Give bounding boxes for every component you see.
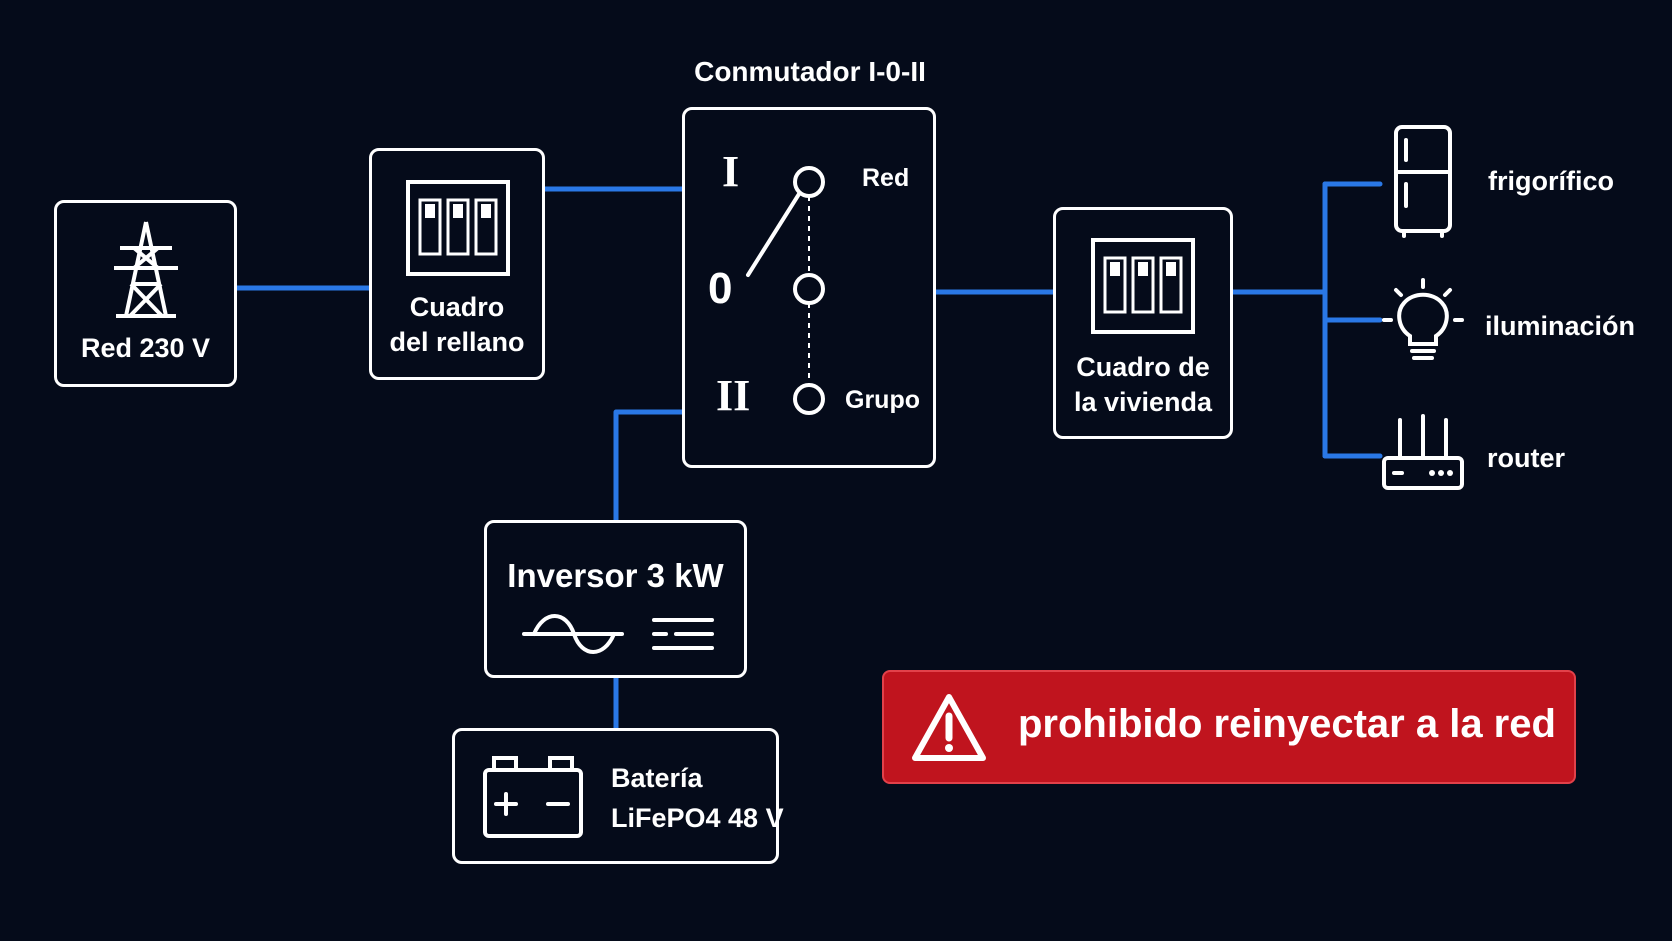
breaker-panel-icon [406,180,510,276]
home-panel-line1: Cuadro de [1076,352,1210,382]
warning-triangle-icon [912,694,986,761]
home-panel-node [1053,207,1233,439]
switch-title: Conmutador I-0-II [694,56,926,87]
battery-line1: Batería [611,763,703,793]
warning-text: prohibido reinyectar a la red [1018,702,1556,746]
router-icon [1382,414,1464,490]
landing-panel-line1: Cuadro [409,292,505,322]
load-label-lighting: iluminación [1485,311,1636,341]
inverter-label: Inversor 3 kW [507,557,724,594]
fridge-icon [1394,125,1452,238]
battery-icon [483,756,583,838]
power-tower-icon [114,221,178,318]
inverter-node [484,520,747,678]
switch-label-grupo: Grupo [845,386,920,414]
switch-position-2: II [716,371,751,420]
landing-panel-node [369,148,545,380]
wire-switch-inverter [613,409,685,523]
changeover-switch-icon [746,166,825,415]
load-label-fridge: frigorífico [1488,166,1614,196]
warning-banner: prohibido reinyectar a la red [882,670,1576,784]
grid-label: Red 230 V [80,333,211,363]
lightbulb-icon [1382,278,1464,360]
landing-panel-line2: del rellano [389,327,525,357]
ac-dc-icon [522,614,714,654]
switch-label-red: Red [862,164,910,192]
home-panel-line2: la vivienda [1073,387,1213,417]
breaker-panel-icon [1091,238,1195,334]
battery-line2: LiFePO4 48 V [611,803,784,833]
load-label-router: router [1487,443,1566,473]
switch-position-1: I [722,147,740,196]
switch-position-0: 0 [708,264,733,313]
